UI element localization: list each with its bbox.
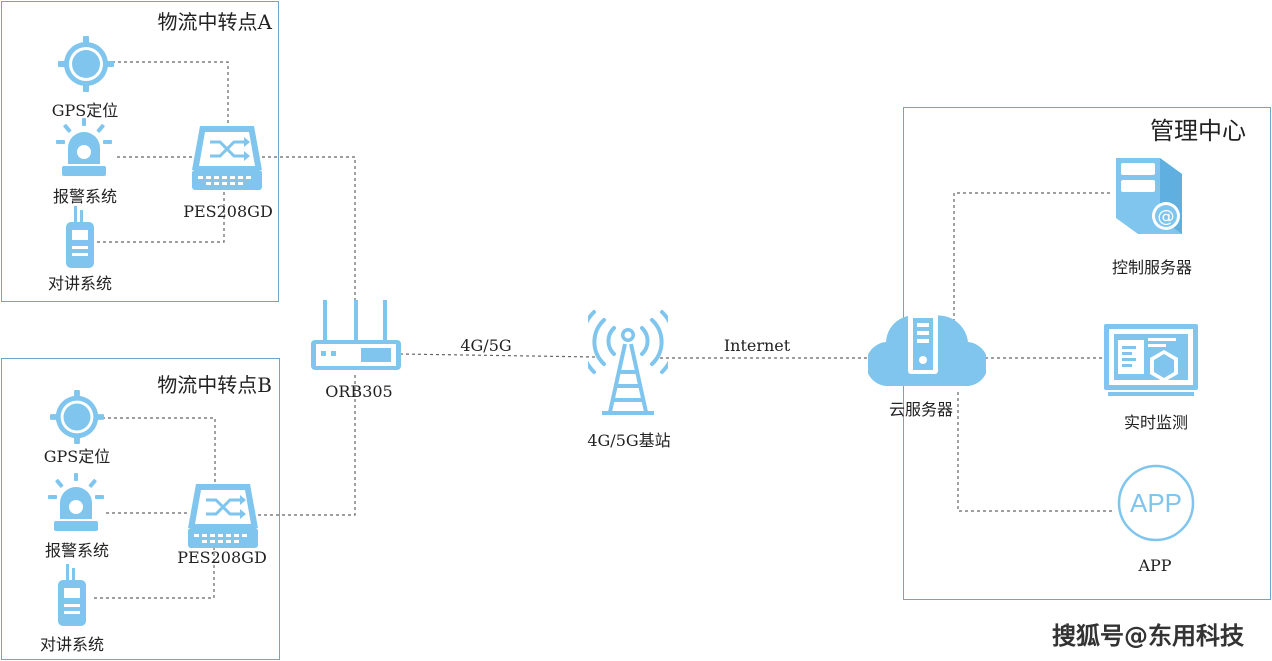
app-icon-text: APP (1130, 488, 1182, 518)
svg-text:@: @ (1158, 207, 1175, 227)
switch-label-b: PES208GD (177, 548, 267, 567)
gps-label-b: GPS定位 (43, 447, 111, 466)
alarm-label-b: 报警系统 (44, 541, 110, 560)
link-intercom-a (97, 192, 225, 243)
link-intercom-b (94, 548, 215, 599)
tower-label: 4G/5G基站 (587, 431, 671, 450)
monitor-label: 实时监测 (1123, 413, 1189, 432)
alarm-label-a: 报警系统 (52, 187, 118, 206)
watermark: 搜狐号@东用科技 (1052, 622, 1244, 650)
switch-icon (192, 126, 262, 190)
link-internet-label: Internet (723, 336, 791, 355)
site-a-title: 物流中转点A (157, 10, 272, 34)
intercom-label-b: 对讲系统 (39, 635, 105, 654)
link-switch-a-router (262, 156, 356, 340)
alarm-icon (56, 118, 112, 176)
site-b-frame (1, 358, 280, 660)
cloud-label: 云服务器 (888, 400, 954, 419)
control-server-label: 控制服务器 (1111, 258, 1193, 277)
gps-label-a: GPS定位 (51, 101, 119, 120)
link-gps-a (112, 61, 229, 128)
site-b-title: 物流中转点B (157, 373, 272, 397)
control-server-icon: @ (1116, 158, 1182, 234)
link-switch-b-router (258, 372, 356, 516)
monitor-icon (1104, 324, 1198, 396)
app-icon: APP (1117, 464, 1195, 542)
link-router-tower (399, 353, 597, 358)
router-icon (311, 300, 401, 370)
switch-label-a: PES208GD (183, 202, 273, 221)
link-4g5g-label: 4G/5G (460, 336, 512, 355)
link-cloud-app (957, 392, 1114, 512)
link-cloud-server (953, 192, 1112, 322)
site-a-frame (1, 1, 279, 302)
cell-tower-icon (588, 310, 668, 415)
intercom-icon (66, 206, 94, 268)
router-label: ORB305 (325, 382, 393, 401)
app-label: APP (1138, 556, 1172, 575)
intercom-label-a: 对讲系统 (47, 274, 113, 293)
management-title: 管理中心 (1150, 117, 1246, 145)
alarm-icon (48, 473, 104, 531)
cloud-server-icon (868, 312, 986, 387)
link-gps-b (102, 417, 216, 486)
switch-icon (188, 484, 258, 548)
gps-icon (58, 36, 114, 92)
intercom-icon (58, 564, 86, 626)
gps-icon (50, 390, 104, 444)
